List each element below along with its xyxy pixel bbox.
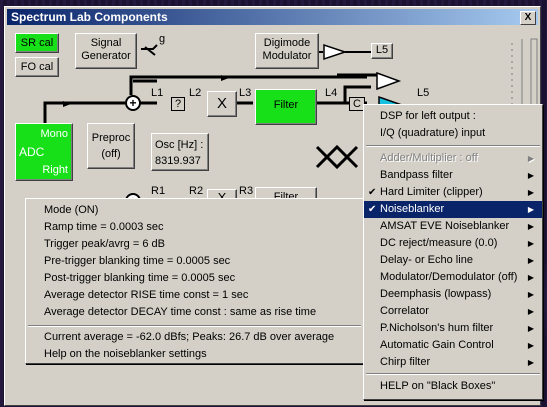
label-l4: L4 (325, 87, 338, 99)
menu-item-label: Automatic Gain Control (380, 339, 494, 351)
submenu-arrow-icon: ▶ (527, 239, 534, 248)
menu-item-label: Modulator/Demodulator (off) (380, 271, 518, 283)
output-l5-top[interactable]: L5 (371, 43, 393, 59)
nb-trigger-peak[interactable]: Trigger peak/avrg = 6 dB (44, 238, 165, 250)
menu-item-13[interactable]: Automatic Gain Control ▶ (364, 337, 542, 354)
menu-item-5[interactable]: ✔Noiseblanker ▶ (364, 201, 542, 218)
submenu-arrow-icon: ▶ (527, 222, 534, 231)
menu-item-11[interactable]: Correlator ▶ (364, 303, 542, 320)
submenu-arrow-icon: ▶ (527, 307, 534, 316)
adder-node-l[interactable]: + (125, 95, 141, 111)
menu-item-label: Correlator (380, 305, 429, 317)
menu-separator (366, 373, 540, 375)
menu-item-6[interactable]: AMSAT EVE Noiseblanker ▶ (364, 218, 542, 235)
submenu-arrow-icon: ▶ (527, 154, 534, 163)
menu-item-14[interactable]: Chirp filter ▶ (364, 354, 542, 371)
digimode-line2: Modulator (262, 50, 312, 62)
menu-separator (366, 145, 540, 147)
menu-item-10[interactable]: Deemphasis (lowpass) ▶ (364, 286, 542, 303)
nb-pre-trigger[interactable]: Pre-trigger blanking time = 0.0005 sec (44, 255, 231, 267)
adc-right-label: Right (42, 164, 68, 176)
label-l5: L5 (417, 87, 430, 99)
signal-generator-line1: Signal (90, 37, 122, 49)
label-r3: R3 (239, 185, 254, 197)
menu-item-2[interactable]: Adder/Multiplier : off ▶ (364, 150, 542, 167)
submenu-arrow-icon: ▶ (527, 290, 534, 299)
window-title: Spectrum Lab Components (11, 10, 168, 24)
submenu-arrow-icon: ▶ (527, 341, 534, 350)
digimode-modulator-block[interactable]: Digimode Modulator (255, 33, 319, 69)
nb-help[interactable]: Help on the noiseblanker settings (44, 348, 207, 360)
preproc-line2: (off) (101, 148, 121, 160)
menu-item-label: Chirp filter (380, 356, 431, 368)
submenu-arrow-icon: ▶ (527, 205, 534, 214)
menu-item-label: Deemphasis (lowpass) (380, 288, 492, 300)
nb-post-trigger[interactable]: Post-trigger blanking time = 0.0005 sec (44, 272, 236, 284)
close-button[interactable]: X (520, 11, 536, 25)
digimode-line1: Digimode (263, 37, 311, 49)
menu-item-label: Adder/Multiplier : off (380, 152, 478, 164)
menu-item-label: P.Nicholson's hum filter (380, 322, 494, 334)
osc-line2: 8319.937 (155, 155, 201, 167)
menu-item-9[interactable]: Modulator/Demodulator (off) ▶ (364, 269, 542, 286)
nb-decay-time[interactable]: Average detector DECAY time const : same… (44, 306, 317, 318)
label-l1: L1 (151, 87, 164, 99)
multiplier-l[interactable]: X (207, 91, 237, 117)
menu-item-label: Delay- or Echo line (380, 254, 473, 266)
nb-separator (28, 325, 361, 327)
gain-label: g (159, 33, 166, 45)
submenu-arrow-icon: ▶ (527, 358, 534, 367)
nb-ramp-time[interactable]: Ramp time = 0.0003 sec (44, 221, 164, 233)
menu-item-4[interactable]: ✔Hard Limiter (clipper) ▶ (364, 184, 542, 201)
adc-mono-label: Mono (40, 128, 68, 140)
menu-item-8[interactable]: Delay- or Echo line ▶ (364, 252, 542, 269)
menu-item-label: DC reject/measure (0.0) (380, 237, 498, 249)
nb-rise-time[interactable]: Average detector RISE time const = 1 sec (44, 289, 249, 301)
oscillator-block[interactable]: Osc [Hz] : 8319.937 (151, 133, 209, 171)
menu-item-12[interactable]: P.Nicholson's hum filter ▶ (364, 320, 542, 337)
preproc-block[interactable]: Preproc (off) (87, 123, 135, 169)
submenu-arrow-icon: ▶ (527, 171, 534, 180)
menu-item-label: Hard Limiter (clipper) (380, 186, 483, 198)
dsp-context-menu: DSP for left output : I/Q (quadrature) in… (363, 104, 543, 400)
filter-l-block[interactable]: Filter (255, 89, 317, 125)
label-r2: R2 (189, 185, 204, 197)
signal-generator-line2: Generator (81, 50, 131, 62)
nb-mode[interactable]: Mode (ON) (44, 204, 99, 216)
nb-status[interactable]: Current average = -62.0 dBfs; Peaks: 26.… (44, 331, 335, 343)
menu-item-0[interactable]: DSP for left output : (364, 108, 542, 125)
menu-item-label: I/Q (quadrature) input (380, 127, 486, 139)
label-l2: L2 (189, 87, 202, 99)
sr-cal-button[interactable]: SR cal (15, 33, 59, 53)
menu-item-label: Noiseblanker (380, 203, 445, 215)
noiseblanker-submenu: Mode (ON) Ramp time = 0.0003 sec Trigger… (25, 198, 364, 364)
osc-line1: Osc [Hz] : (155, 139, 204, 151)
menu-item-label: AMSAT EVE Noiseblanker (380, 220, 510, 232)
label-r1: R1 (151, 185, 166, 197)
checkmark-icon: ✔ (368, 204, 377, 215)
submenu-arrow-icon: ▶ (527, 256, 534, 265)
menu-item-1[interactable]: I/Q (quadrature) input (364, 125, 542, 142)
window-titlebar[interactable]: Spectrum Lab Components X (7, 9, 538, 25)
fo-cal-button[interactable]: FO cal (15, 57, 59, 77)
menu-item-label: Bandpass filter (380, 169, 453, 181)
menu-help-black-boxes[interactable]: HELP on "Black Boxes" (380, 380, 496, 392)
submenu-arrow-icon: ▶ (527, 324, 534, 333)
mono-adc-block[interactable]: Mono ADC Right (15, 123, 73, 181)
checkmark-icon: ✔ (368, 187, 377, 198)
label-l3: L3 (239, 87, 252, 99)
preproc-line1: Preproc (91, 132, 131, 144)
adder-mode-box[interactable]: ? (171, 97, 185, 111)
menu-item-3[interactable]: Bandpass filter ▶ (364, 167, 542, 184)
submenu-arrow-icon: ▶ (527, 273, 534, 282)
menu-item-7[interactable]: DC reject/measure (0.0) ▶ (364, 235, 542, 252)
adc-label: ADC (19, 145, 45, 159)
signal-generator-block[interactable]: Signal Generator (75, 33, 137, 69)
menu-item-label: DSP for left output : (380, 110, 476, 122)
submenu-arrow-icon: ▶ (527, 188, 534, 197)
